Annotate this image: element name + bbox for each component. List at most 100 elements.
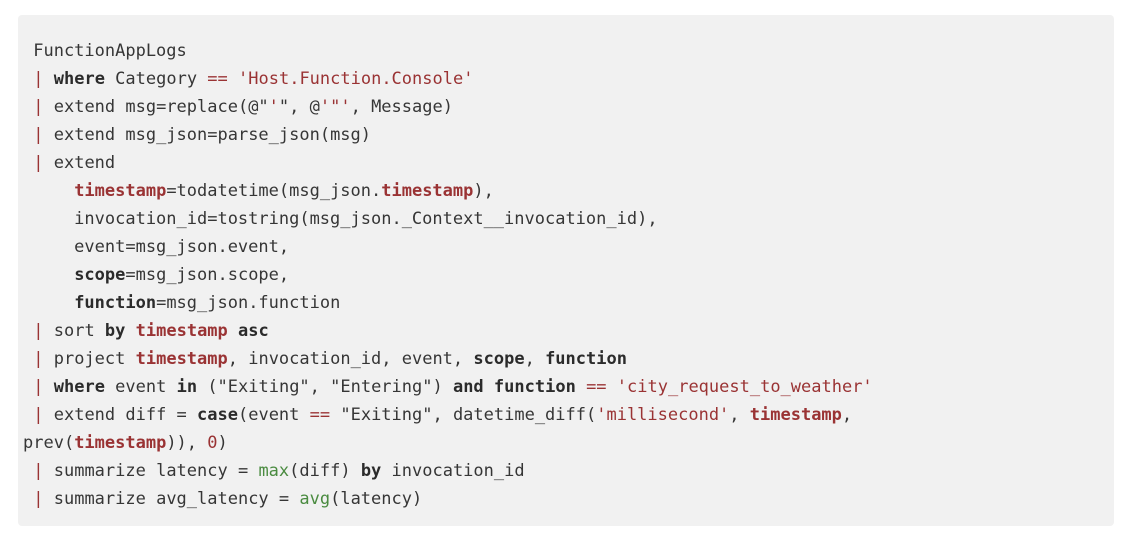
code-token — [23, 461, 33, 481]
code-line: | extend diff = case(event == "Exiting",… — [23, 401, 1106, 429]
code-token: prev( — [23, 433, 75, 453]
code-token: , — [841, 405, 853, 425]
code-line: | where Category == 'Host.Function.Conso… — [23, 65, 1106, 93]
code-token: by — [104, 321, 126, 341]
code-line: function=msg_json.function — [23, 289, 1106, 317]
code-token: asc — [238, 321, 269, 341]
code-token: FunctionAppLogs — [23, 41, 187, 61]
code-token: scope — [74, 265, 126, 285]
code-token: timestamp — [749, 405, 842, 425]
code-token: event — [104, 377, 177, 397]
code-token: timestamp — [74, 181, 167, 201]
code-line: | extend msg=replace(@"'", @'"', Message… — [23, 93, 1106, 121]
code-token: ("Exiting", "Entering") — [197, 377, 453, 397]
code-token: where — [53, 377, 105, 397]
code-token: == — [586, 377, 607, 397]
code-line: | extend msg_json=parse_json(msg) — [23, 121, 1106, 149]
code-token — [23, 125, 33, 145]
code-token: function — [74, 293, 157, 313]
code-token: 0 — [207, 433, 218, 453]
code-token — [484, 377, 494, 397]
code-token: | — [33, 405, 44, 425]
code-token: )), — [166, 433, 208, 453]
code-token — [23, 293, 74, 313]
code-token: function — [545, 349, 627, 369]
code-token: project — [43, 349, 136, 369]
code-token: | — [33, 125, 44, 145]
code-token: (latency) — [330, 489, 423, 509]
code-token — [23, 377, 33, 397]
code-token: in — [176, 377, 198, 397]
code-token: | — [33, 321, 44, 341]
code-token: timestamp — [135, 321, 228, 341]
code-token — [23, 405, 33, 425]
code-token: extend diff = — [43, 405, 198, 425]
code-token — [44, 377, 54, 397]
code-line: | summarize latency = max(diff) by invoc… — [23, 457, 1106, 485]
code-token — [607, 377, 617, 397]
code-token — [23, 97, 33, 117]
code-token: , invocation_id, event, — [227, 349, 474, 369]
code-token — [23, 489, 33, 509]
code-token: =todatetime(msg_json. — [166, 181, 382, 201]
code-token: | — [33, 153, 44, 173]
code-token — [23, 181, 74, 201]
code-token: summarize latency = — [43, 461, 259, 481]
code-line: | project timestamp, invocation_id, even… — [23, 345, 1106, 373]
code-token: , — [729, 405, 750, 425]
code-line: timestamp=todatetime(msg_json.timestamp)… — [23, 177, 1106, 205]
code-token: 'Host.Function.Console' — [238, 69, 474, 89]
code-line: | sort by timestamp asc — [23, 317, 1106, 345]
code-line: event=msg_json.event, — [23, 233, 1106, 261]
code-token: | — [33, 349, 44, 369]
code-line: invocation_id=tostring(msg_json._Context… — [23, 205, 1106, 233]
code-token: == — [309, 405, 331, 425]
code-token: , Message) — [350, 97, 453, 117]
code-token: ", @ — [278, 97, 320, 117]
code-token: summarize avg_latency = — [43, 489, 300, 509]
code-token: | — [33, 69, 44, 89]
code-token: =msg_json.scope, — [125, 265, 290, 285]
code-token: function — [493, 377, 576, 397]
code-token: (event — [237, 405, 310, 425]
code-token: and — [452, 377, 484, 397]
code-token: ' — [268, 97, 279, 117]
code-token: avg — [299, 489, 331, 509]
code-token: | — [33, 489, 44, 509]
code-token — [23, 153, 33, 173]
code-token: where — [53, 69, 105, 89]
code-line: prev(timestamp)), 0) — [23, 429, 1106, 457]
code-token: | — [33, 97, 44, 117]
code-line: | extend — [23, 149, 1106, 177]
code-token — [23, 69, 33, 89]
code-token: , — [524, 349, 546, 369]
code-token: sort — [43, 321, 105, 341]
code-line: scope=msg_json.scope, — [23, 261, 1106, 289]
code-token — [44, 69, 54, 89]
code-token — [576, 377, 586, 397]
code-token: extend msg_json=parse_json(msg) — [43, 125, 372, 145]
code-token: extend msg=replace(@" — [43, 97, 269, 117]
code-token: ), — [473, 181, 494, 201]
code-token: invocation_id — [381, 461, 525, 481]
code-token: by — [360, 461, 382, 481]
code-token: timestamp — [381, 181, 474, 201]
code-block: FunctionAppLogs | where Category == 'Hos… — [18, 15, 1114, 526]
code-token: Category — [104, 69, 208, 89]
code-token: ) — [217, 433, 228, 453]
code-token: max — [258, 461, 290, 481]
code-token: '"' — [319, 97, 351, 117]
code-token — [23, 265, 74, 285]
code-token: | — [33, 377, 44, 397]
code-token: =msg_json.function — [156, 293, 341, 313]
code-token: (diff) — [289, 461, 361, 481]
code-line: | where event in ("Exiting", "Entering")… — [23, 373, 1106, 401]
code-token: case — [197, 405, 238, 425]
code-content: FunctionAppLogs | where Category == 'Hos… — [18, 15, 1114, 526]
code-token: | — [33, 461, 44, 481]
code-token: timestamp — [135, 349, 228, 369]
code-line: | summarize avg_latency = avg(latency) — [23, 485, 1106, 513]
code-line: FunctionAppLogs — [23, 37, 1106, 65]
code-token: scope — [473, 349, 525, 369]
